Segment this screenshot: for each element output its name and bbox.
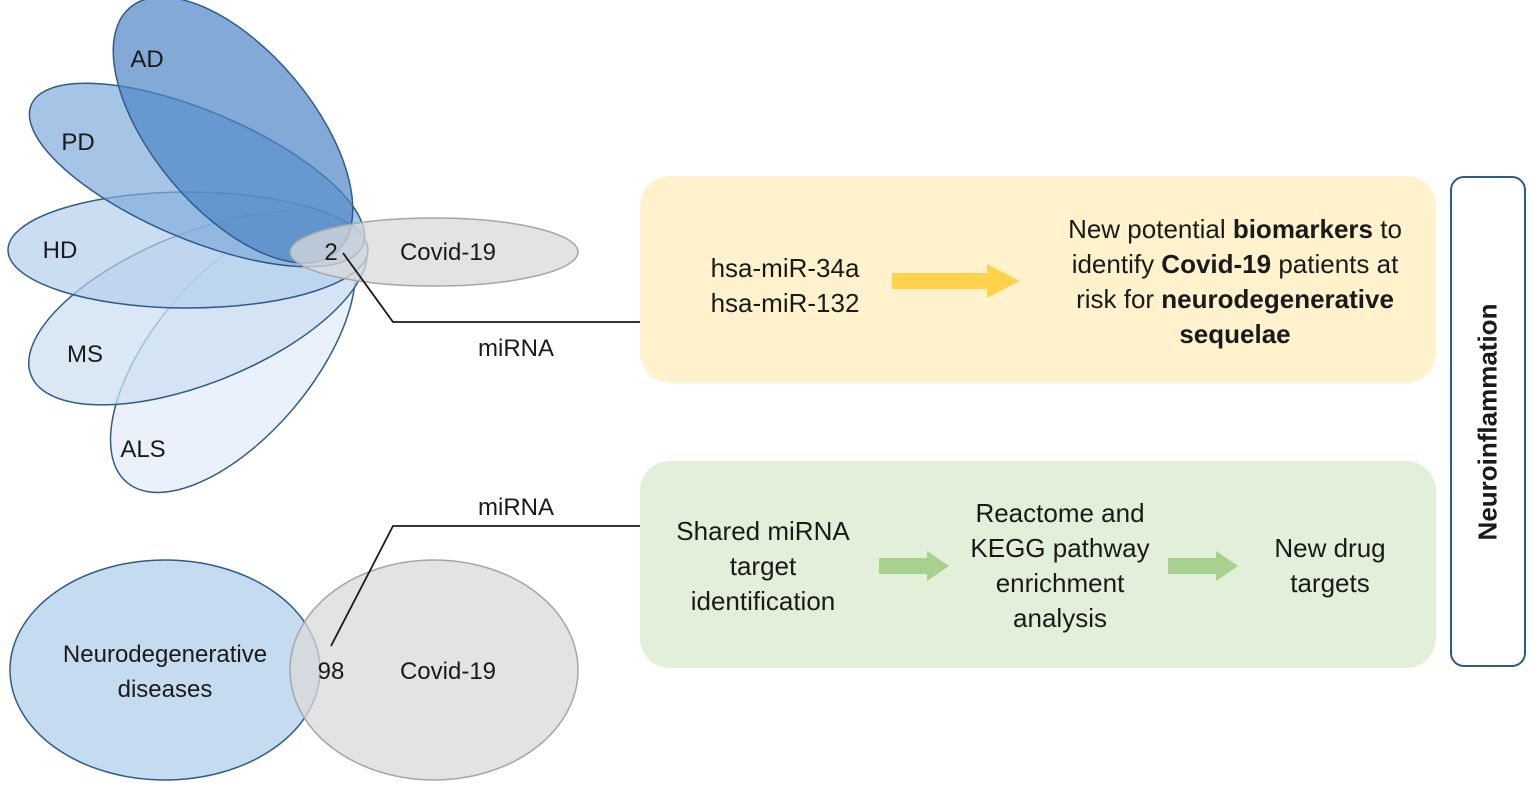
- biomarker-outcome: New potential biomarkers to identify Cov…: [1068, 214, 1402, 349]
- label-ms: MS: [67, 341, 103, 368]
- connector-label-top: miRNA: [478, 335, 554, 362]
- step-pathway-enrichment: Reactome and KEGG pathway enrichment ana…: [970, 498, 1150, 633]
- biomarker-panel: [640, 176, 1436, 383]
- mirna-item: hsa-miR-132: [710, 288, 860, 318]
- label-pd: PD: [61, 129, 94, 156]
- neuroinflammation-box: Neuroinflammation: [1450, 176, 1526, 667]
- green-arrow-icon: [1168, 551, 1238, 581]
- covid-label-bottom: Covid-19: [400, 658, 496, 685]
- label-hd: HD: [43, 237, 78, 264]
- neurodegenerative-label-line1: Neurodegenerative: [63, 641, 267, 668]
- label-ad: AD: [130, 46, 163, 73]
- step-shared-mirna: Shared miRNA target identification: [676, 516, 850, 616]
- label-als: ALS: [120, 436, 165, 463]
- overlap-count-top: 2: [324, 239, 337, 266]
- connector-line-top: [342, 252, 641, 323]
- yellow-arrow-icon: [892, 264, 1020, 298]
- drug-target-panel: [640, 461, 1436, 668]
- connector-line-bottom: [330, 525, 641, 647]
- covid-ellipse-bottom: [289, 559, 579, 781]
- green-arrow-icon: [879, 551, 949, 581]
- neurodegenerative-label-line2: diseases: [118, 676, 213, 703]
- disease-petals: [7, 0, 369, 494]
- mirna-item: hsa-miR-34a: [710, 253, 860, 283]
- step-new-drug-targets: New drug targets: [1274, 533, 1386, 598]
- mirna-list: hsa-miR-34a hsa-miR-132: [690, 251, 880, 321]
- overlap-count-bottom: 98: [318, 658, 345, 685]
- neurodegenerative-ellipse: [9, 559, 321, 781]
- covid-label-top: Covid-19: [400, 239, 496, 266]
- covid-ellipse-top: [289, 217, 579, 287]
- neuroinflammation-label: Neuroinflammation: [1472, 303, 1503, 540]
- connector-label-bottom: miRNA: [478, 494, 554, 521]
